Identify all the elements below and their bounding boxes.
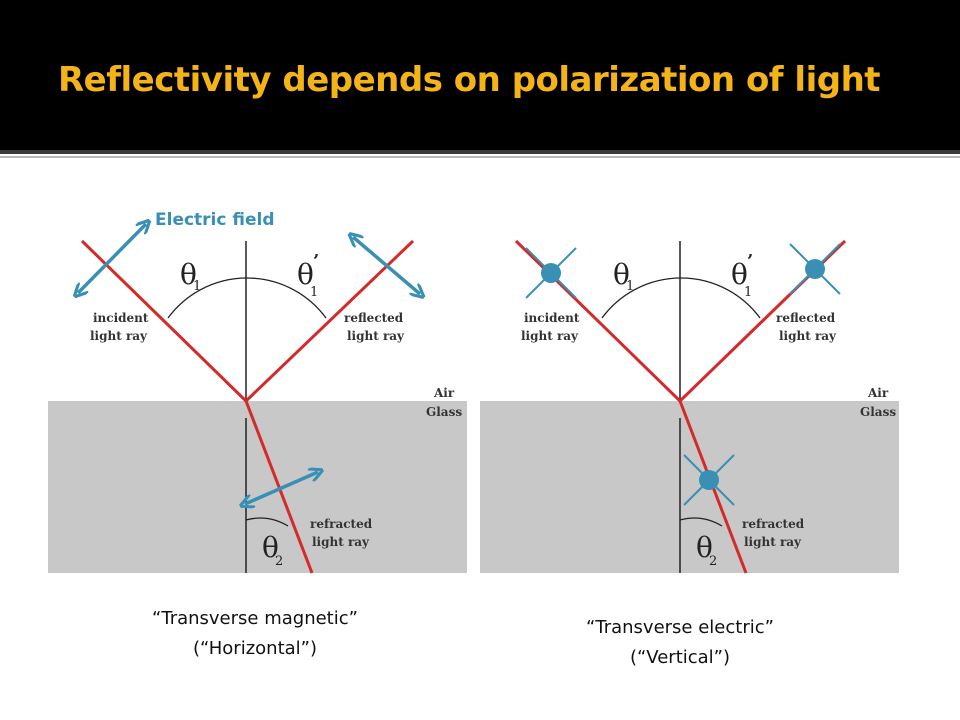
field-arrow-incident	[78, 224, 146, 293]
field-arrow-reflected	[353, 237, 420, 294]
theta1-subscript: 1	[626, 279, 634, 294]
refracted-label-2: light ray	[312, 535, 370, 549]
right-panel: θ 1 θ ’ 1 θ 2 incident light ray reflect…	[480, 239, 899, 574]
theta1-symbol: θ	[613, 258, 630, 291]
field-out-of-page-reflected	[789, 243, 841, 295]
incident-label-2: light ray	[521, 329, 579, 343]
glass-label: Glass	[426, 405, 462, 419]
caption-transverse-magnetic: “Transverse magnetic” (“Horizontal”)	[110, 604, 400, 664]
electric-field-label: Electric field	[155, 210, 275, 230]
field-out-of-page-refracted	[683, 454, 735, 506]
theta2-subscript: 2	[275, 554, 283, 569]
caption-transverse-electric: “Transverse electric” (“Vertical”)	[530, 613, 830, 673]
theta1p-prime: ’	[313, 251, 319, 272]
title-divider	[0, 150, 960, 154]
incident-label-1: incident	[93, 311, 149, 325]
field-out-of-page-incident	[525, 247, 577, 299]
theta1p-symbol: θ	[297, 258, 314, 291]
field-arrow-refracted	[245, 472, 318, 504]
theta1p-prime: ’	[747, 251, 753, 272]
incident-label-2: light ray	[90, 329, 148, 343]
caption-line-2: (“Horizontal”)	[192, 638, 318, 659]
incident-label-1: incident	[524, 311, 580, 325]
theta2-subscript: 2	[709, 554, 717, 569]
reflected-label-2: light ray	[347, 329, 405, 343]
air-label: Air	[867, 386, 889, 400]
reflected-label-1: reflected	[344, 311, 404, 325]
theta2-symbol: θ	[262, 531, 279, 564]
theta1p-subscript: 1	[310, 285, 318, 300]
theta1-subscript: 1	[193, 279, 201, 294]
title-bar	[0, 0, 960, 150]
refracted-label-1: refracted	[310, 517, 373, 531]
air-label: Air	[433, 386, 455, 400]
reflected-label-2: light ray	[779, 329, 837, 343]
theta1-symbol: θ	[180, 258, 197, 291]
caption-line-1: “Transverse magnetic”	[152, 608, 358, 629]
angle-arc-theta1	[167, 277, 327, 319]
glass-label: Glass	[860, 405, 896, 419]
theta1p-subscript: 1	[744, 285, 752, 300]
slide-title: Reflectivity depends on polarization of …	[58, 60, 881, 100]
refracted-label-2: light ray	[744, 535, 802, 549]
angle-arc-theta2	[679, 517, 723, 527]
caption-line-2: (“Vertical”)	[629, 647, 731, 668]
angle-arc-theta1	[601, 277, 761, 319]
refracted-label-1: refracted	[742, 517, 805, 531]
reflected-label-1: reflected	[776, 311, 836, 325]
title-divider-light	[0, 156, 960, 158]
angle-arc-theta2	[245, 517, 289, 527]
theta2-symbol: θ	[696, 531, 713, 564]
theta1p-symbol: θ	[731, 258, 748, 291]
left-panel: Electric field θ 1 θ ’ 1 θ 2 incident li…	[48, 210, 467, 574]
caption-line-1: “Transverse electric”	[586, 617, 774, 638]
